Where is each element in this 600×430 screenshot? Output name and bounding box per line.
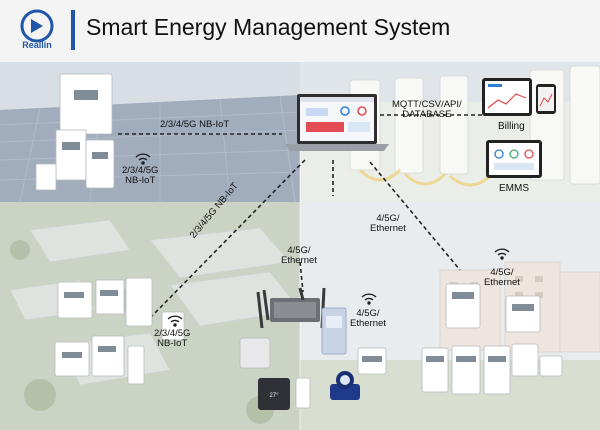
wifi-icon-solar [135,153,151,165]
label-right-link: 4/5G/ Ethernet [484,267,520,288]
wifi-icon-center [361,293,377,305]
title-accent-bar [71,10,75,50]
gateway-router-icon [256,287,326,329]
controller-devices: 27° [239,337,311,410]
water-meter-icon [330,371,360,400]
link-laptop-residential [369,161,461,271]
billing-phone-icon [482,78,556,116]
residential-meter-group [421,283,563,395]
laptop-dashboard-icon [285,94,389,151]
label-gateway-link: 4/5G/ Ethernet [281,245,317,266]
link-laptop-industrial [149,159,306,319]
label-solar-meter: 2/3/4/5G NB-IoT [122,165,159,186]
label-emms: EMMS [499,183,529,194]
label-center-right-link: 4/5G/ Ethernet [370,213,406,234]
label-concentrator-link: 4/5G/ Ethernet [350,308,386,329]
page-title: Smart Energy Management System [86,14,451,40]
link-gateway [299,261,304,293]
svg-text:27°: 27° [269,393,279,399]
wifi-icon-right [494,248,510,260]
label-billing: Billing [498,121,525,132]
label-industrial-link: 2/3/4/5G NB-IoT [154,328,191,349]
panel-meter-icon [357,347,387,375]
emms-tablet-icon [486,140,542,178]
header-bar: Reallin Smart Energy Management System [0,0,600,62]
concentrator-icon [321,307,347,355]
logo-text: Reallin [22,40,52,50]
reallin-logo-icon [20,9,54,43]
label-solar-link: 2/3/4/5G NB-IoT [160,119,230,130]
wifi-icon-industrial [167,315,183,327]
label-protocols: MQTT/CSV/API/ DATABASE [392,99,462,120]
